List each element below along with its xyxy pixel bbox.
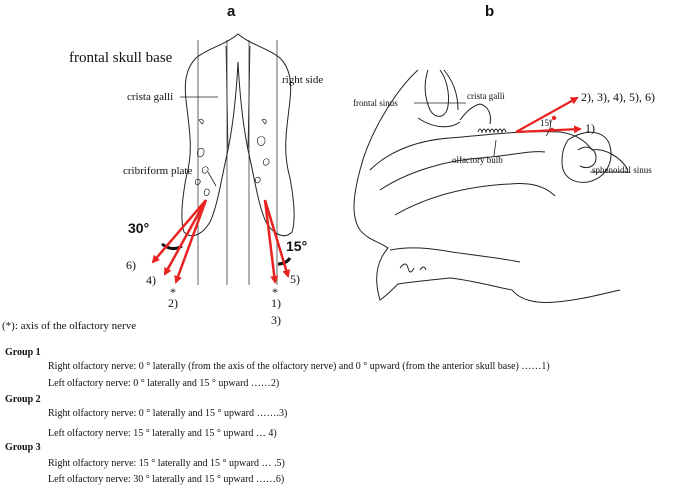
crista-galli-b <box>459 103 491 125</box>
axis-star-left: * <box>170 285 176 299</box>
olfactory-bulb <box>477 128 507 134</box>
panel-b-letter: b <box>485 3 495 20</box>
group-2-line-1: Right olfactory nerve: 0 ° laterally and… <box>48 408 288 419</box>
group-1-line-1: Right olfactory nerve: 0 ° laterally (fr… <box>48 361 550 372</box>
arrow-2 <box>174 199 208 284</box>
arrow-5 <box>263 199 291 278</box>
label-6: 6) <box>126 258 136 272</box>
arrow-upward <box>515 97 579 133</box>
angle-30-label: 30° <box>128 220 150 236</box>
arrow-6 <box>151 199 207 264</box>
label-4: 4) <box>146 273 156 287</box>
panel-b-drawing <box>353 69 630 303</box>
axis-star-right: * <box>272 285 278 299</box>
group-1-line-2: Left olfactory nerve: 0 ° laterally and … <box>48 378 280 389</box>
group-2-line-2: Left olfactory nerve: 15 ° laterally and… <box>48 428 277 439</box>
sphenoidal-sinus <box>561 131 612 183</box>
frontal-skull-base-label: frontal skull base <box>69 50 173 66</box>
arrow-1 <box>263 199 279 284</box>
crista-galli-label: crista galli <box>127 91 174 103</box>
crista-galli-outline <box>225 45 251 149</box>
right-side-label: right side <box>282 74 324 86</box>
panel-a-arrows <box>151 199 291 284</box>
footnote: (*): axis of the olfactory nerve <box>2 320 137 332</box>
group-3-title: Group 3 <box>5 442 41 453</box>
panel-b-arrows <box>515 97 582 134</box>
group-3-line-2: Left olfactory nerve: 30 ° laterally and… <box>48 474 285 485</box>
angle-15-label: 15° <box>286 238 308 254</box>
panel-a-letter: a <box>227 3 236 20</box>
arrow-4 <box>163 199 208 276</box>
angle-15-b-label: 15° <box>540 118 553 128</box>
frontal-sinus <box>424 69 459 117</box>
upper-arrow-label: 2), 3), 4), 5), 6) <box>581 90 655 104</box>
sphenoidal-sinus-label: sphenoidal sinus <box>592 165 652 175</box>
olfactory-bulb-label: olfactory bulb <box>452 155 503 165</box>
group-3-line-1: Right olfactory nerve: 15 ° laterally an… <box>48 458 285 469</box>
arrow-horizontal <box>515 125 582 134</box>
crista-galli-b-label: crista galli <box>467 91 505 101</box>
group-2-title: Group 2 <box>5 394 41 405</box>
label-1: 1) <box>271 296 281 310</box>
group-1-title: Group 1 <box>5 347 41 358</box>
label-2: 2) <box>168 296 178 310</box>
cribriform-plate-label: cribriform plate <box>123 165 193 177</box>
skull-base-outline <box>181 33 295 237</box>
lower-arrow-label: 1) <box>585 121 595 135</box>
label-3: 3) <box>271 313 281 327</box>
panel-a-drawing <box>161 33 295 285</box>
frontal-sinus-label: frontal sinus <box>353 98 398 108</box>
label-5: 5) <box>290 272 300 286</box>
nasal-profile <box>353 69 621 303</box>
